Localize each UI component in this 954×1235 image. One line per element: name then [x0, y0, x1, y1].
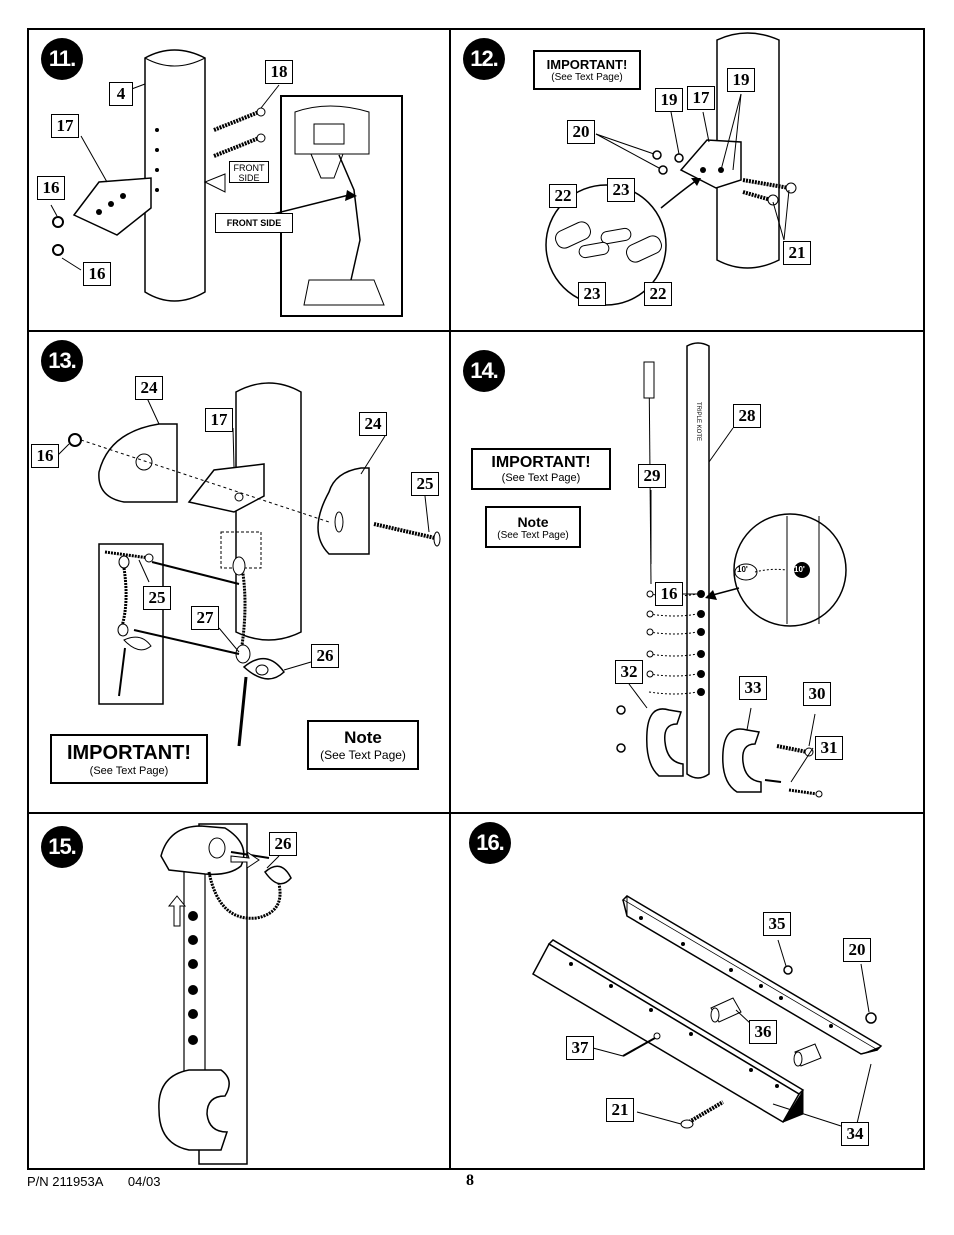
- callout-27: 27: [191, 606, 219, 630]
- svg-text:TRIPLE KOTE: TRIPLE KOTE: [695, 402, 701, 441]
- callout-16-lower: 16: [83, 262, 111, 286]
- callout-37: 37: [566, 1036, 594, 1060]
- callout-17: 17: [205, 408, 233, 432]
- callout-16: 16: [31, 444, 59, 468]
- panel-step-12: 12. IMPORTANT! (See Text Page) 19 17 19 …: [451, 30, 925, 330]
- callout-36: 36: [749, 1020, 777, 1044]
- step-number-14: 14.: [463, 350, 505, 392]
- row-divider-1: [27, 330, 925, 332]
- callout-32: 32: [615, 660, 643, 684]
- step-number-16: 16.: [469, 822, 511, 864]
- part-number: P/N 211953A: [27, 1174, 103, 1189]
- panel-step-14: TRIPLE KOTE: [451, 332, 925, 812]
- callout-29: 29: [638, 464, 666, 488]
- panel-step-13: 13. 24 17 24 16 25 25 27 26 IMPORTANT! (…: [29, 332, 449, 812]
- important-notice-14: IMPORTANT! (See Text Page): [471, 448, 611, 490]
- important-title: IMPORTANT!: [491, 454, 591, 471]
- step-15-illustration: [158, 823, 292, 1165]
- callout-19-left: 19: [655, 88, 683, 112]
- important-title: IMPORTANT!: [546, 57, 628, 72]
- callout-26: 26: [269, 832, 297, 856]
- callout-33: 33: [739, 676, 767, 700]
- note-subtitle: (See Text Page): [497, 529, 569, 541]
- front-side-label: FRONT SIDE: [215, 213, 293, 233]
- front-side-arrow-label: FRONT SIDE: [229, 161, 269, 183]
- instruction-page-frame: [27, 28, 925, 1170]
- callout-23-top: 23: [607, 178, 635, 202]
- footer-part-info: P/N 211953A 04/03: [27, 1174, 160, 1189]
- callout-23-bottom: 23: [578, 282, 606, 306]
- callout-24-left: 24: [135, 376, 163, 400]
- step-number-15: 15.: [41, 826, 83, 868]
- callout-16: 16: [655, 582, 683, 606]
- important-notice-12: IMPORTANT! (See Text Page): [533, 50, 641, 90]
- note-title: Note: [517, 513, 549, 530]
- panel-step-15: 15. 26: [29, 814, 449, 1170]
- callout-22-bottom: 22: [644, 282, 672, 306]
- note-notice-13: Note (See Text Page): [307, 720, 419, 770]
- note-title: Note: [344, 728, 382, 747]
- callout-35: 35: [763, 912, 791, 936]
- callout-34: 34: [841, 1122, 869, 1146]
- note-subtitle: (See Text Page): [320, 748, 406, 762]
- hole-label-filled: 10': [794, 565, 805, 574]
- callout-19-right: 19: [727, 68, 755, 92]
- callout-21: 21: [783, 241, 811, 265]
- hole-label-outline: 10': [737, 565, 748, 574]
- step-number-11: 11.: [41, 38, 83, 80]
- callout-24-right: 24: [359, 412, 387, 436]
- note-notice-14: Note (See Text Page): [485, 506, 581, 548]
- step-number-13: 13.: [41, 340, 83, 382]
- important-subtitle: (See Text Page): [89, 764, 169, 777]
- callout-16-upper: 16: [37, 176, 65, 200]
- callout-4: 4: [109, 82, 133, 106]
- callout-17: 17: [687, 86, 715, 110]
- callout-25-right: 25: [411, 472, 439, 496]
- callout-20: 20: [567, 120, 595, 144]
- panel-step-16: 16. 35 20 36 37 21 34: [451, 814, 925, 1170]
- page-number: 8: [466, 1172, 474, 1189]
- callout-30: 30: [803, 682, 831, 706]
- step-12-illustration: [545, 32, 797, 306]
- callout-22-top: 22: [549, 184, 577, 208]
- callout-28: 28: [733, 404, 761, 428]
- row-divider-2: [27, 812, 925, 814]
- step-14-illustration: TRIPLE KOTE: [616, 342, 847, 798]
- callout-20: 20: [843, 938, 871, 962]
- callout-25-inset: 25: [143, 586, 171, 610]
- callout-18: 18: [265, 60, 293, 84]
- step-11-illustration: [50, 49, 403, 317]
- callout-26: 26: [311, 644, 339, 668]
- column-divider: [449, 28, 451, 1170]
- panel-step-11: 11. 4 17 18 16 16 FRONT SIDE FRONT SIDE: [29, 30, 449, 330]
- step-16-illustration: [532, 895, 883, 1133]
- callout-31: 31: [815, 736, 843, 760]
- step-13-illustration: [56, 382, 441, 747]
- important-notice-13: IMPORTANT! (See Text Page): [50, 734, 208, 784]
- important-subtitle: (See Text Page): [501, 472, 581, 484]
- revision-date: 04/03: [127, 1174, 161, 1189]
- important-subtitle: (See Text Page): [551, 72, 623, 83]
- step-number-12: 12.: [463, 38, 505, 80]
- callout-21: 21: [606, 1098, 634, 1122]
- important-title: IMPORTANT!: [66, 741, 192, 764]
- callout-17: 17: [51, 114, 79, 138]
